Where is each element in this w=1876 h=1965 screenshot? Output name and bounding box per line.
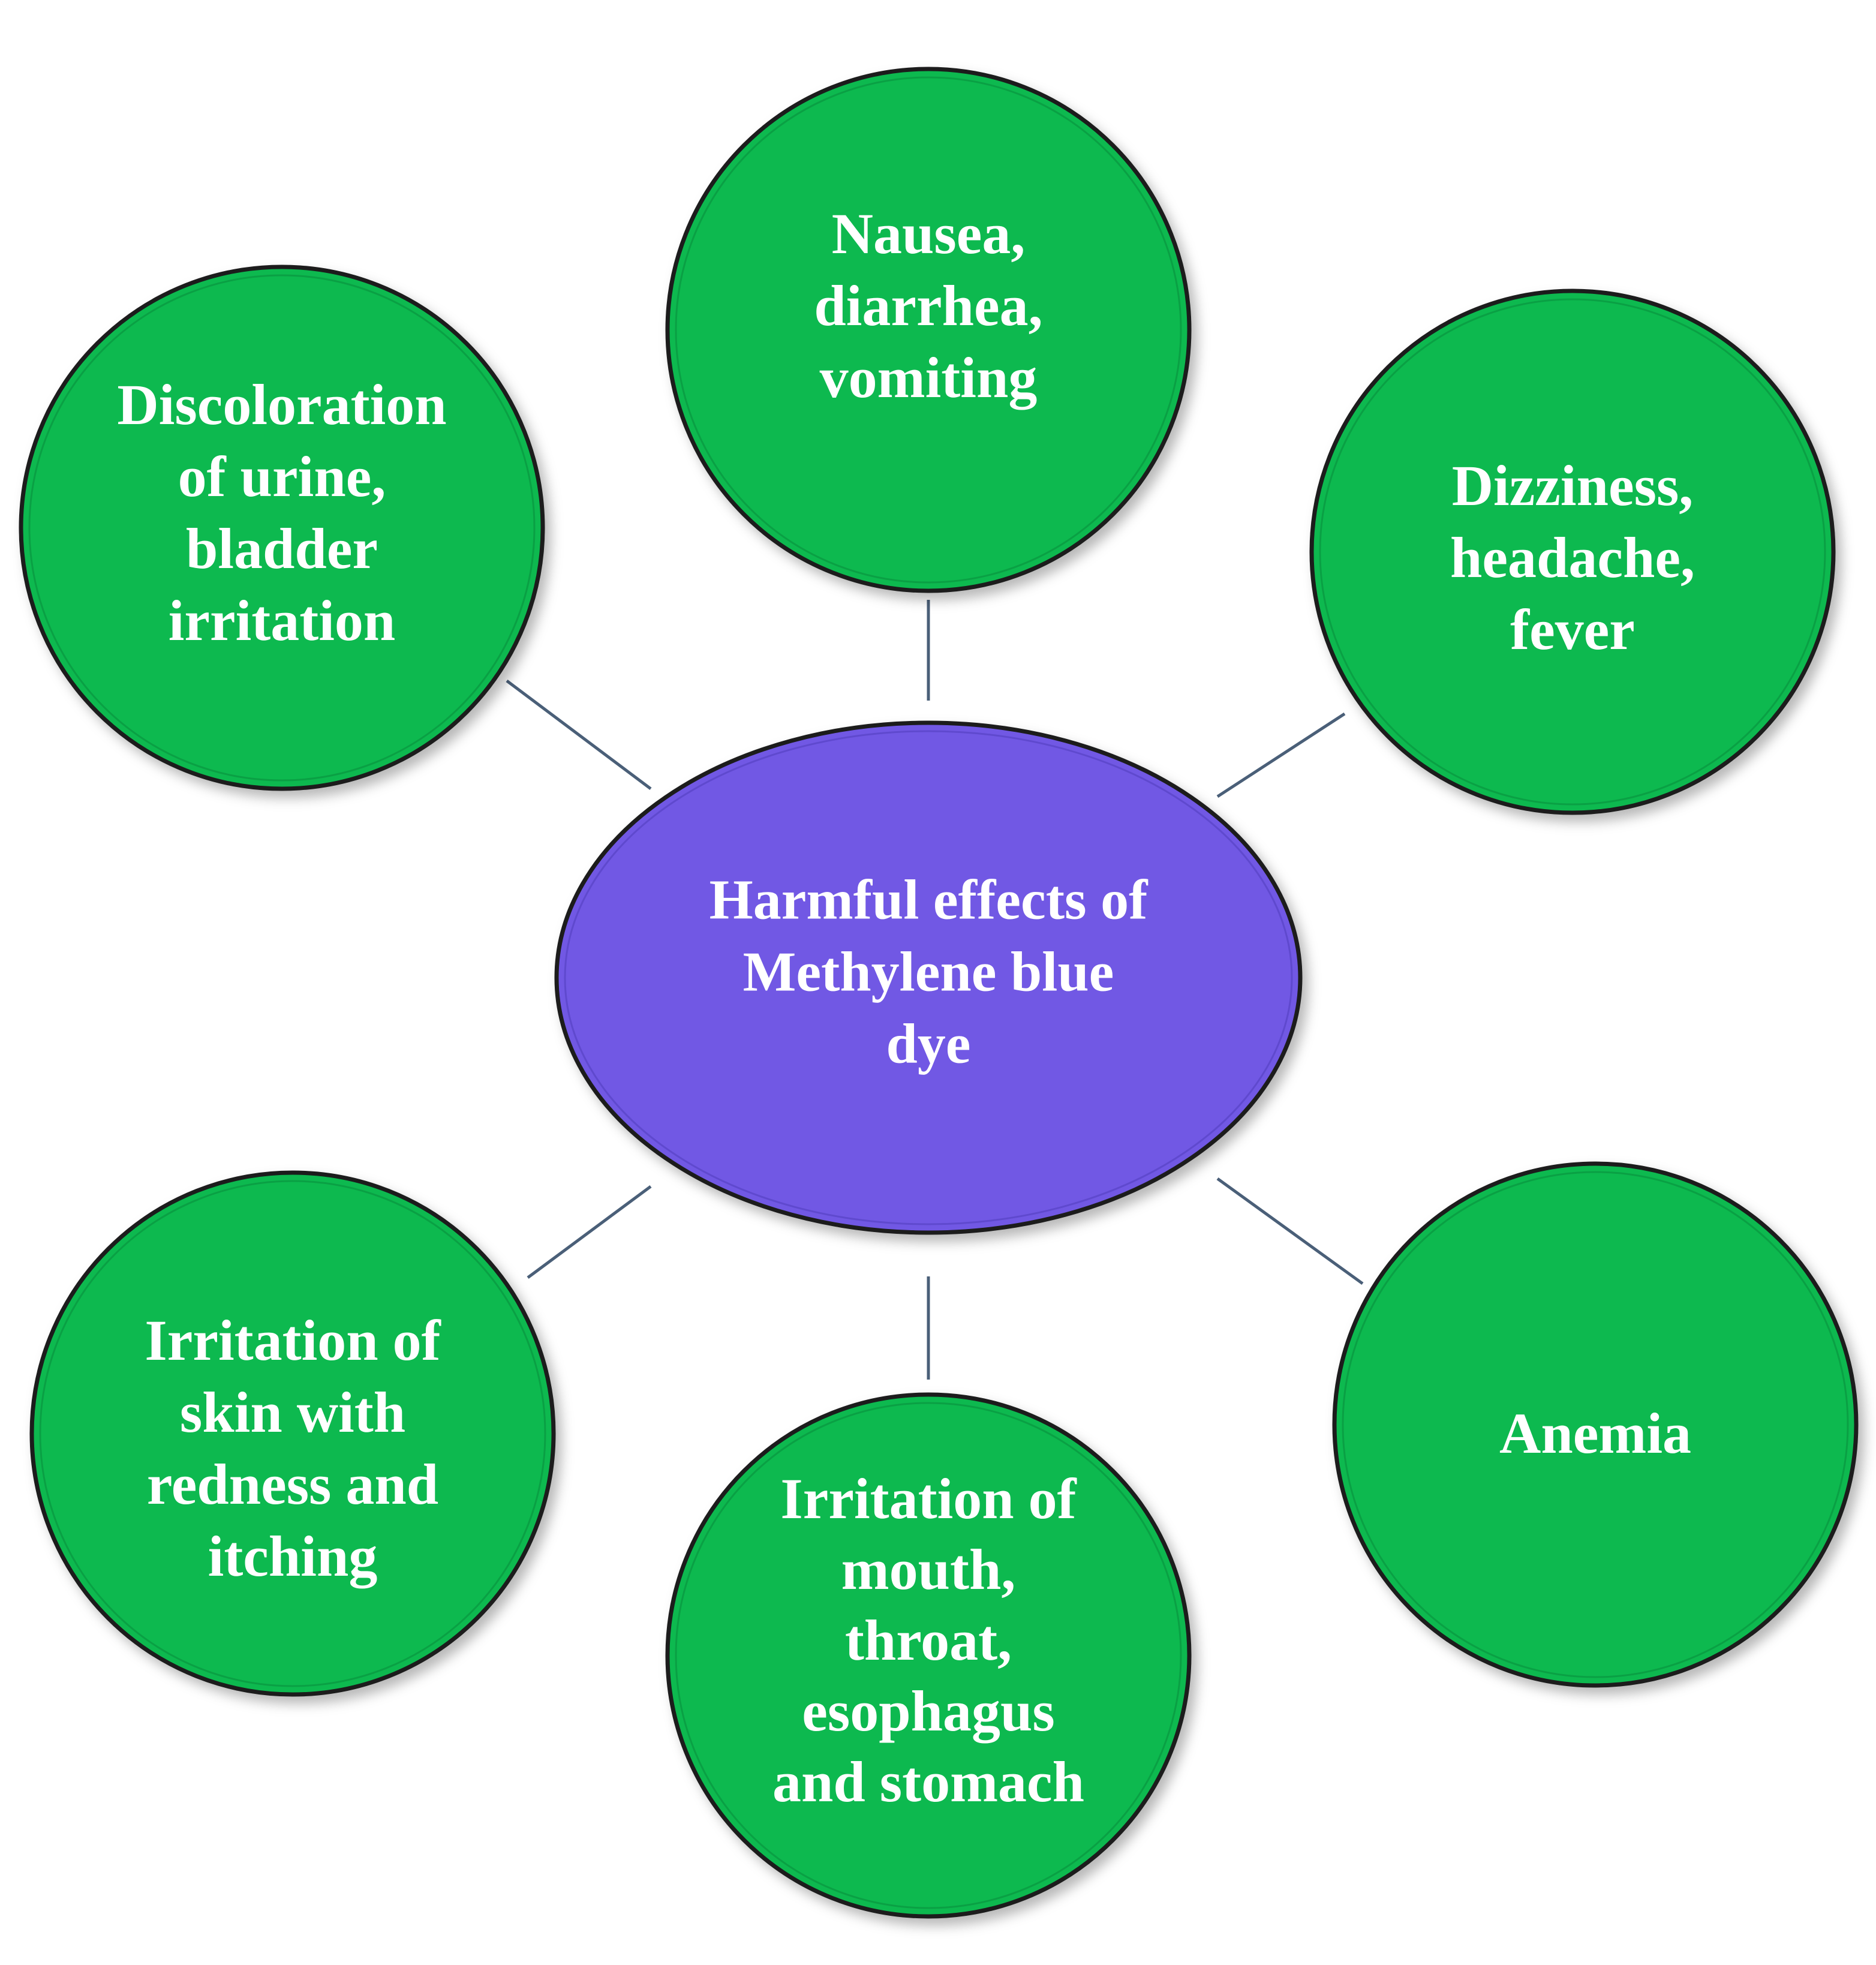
effect-circle-inner-ring — [1319, 298, 1826, 806]
effect-circle — [19, 265, 545, 791]
effect-label-line: Irritation of — [145, 1308, 441, 1372]
effect-circle-inner-ring — [28, 274, 536, 782]
effect-circle — [1332, 1161, 1859, 1688]
effect-circle — [665, 67, 1192, 593]
effect-label-line: redness and — [147, 1452, 438, 1516]
effect-node-skin: Irritation of skin with redness and itching — [29, 1170, 556, 1697]
effect-label-line: vomiting — [820, 345, 1038, 410]
effect-label-line: skin with — [180, 1380, 405, 1444]
effect-label-line: irritation — [169, 588, 396, 653]
center-label-line: dye — [886, 1013, 971, 1075]
effect-label-line: Dizziness, — [1452, 453, 1694, 518]
center-label-line: Harmful effects of — [709, 869, 1149, 932]
center-node: Harmful effects of Methylene blue dye — [554, 720, 1303, 1235]
effect-label-line: bladder — [186, 516, 378, 581]
connector-line-anemia — [1216, 1177, 1364, 1285]
effect-node-dizziness: Dizziness, headache, fever — [1309, 289, 1836, 815]
effect-node-nausea: Nausea, diarrhea, vomiting — [665, 67, 1192, 593]
effect-label-line: headache, — [1450, 525, 1695, 590]
connector-line-urine — [506, 680, 652, 790]
effect-label-line: fever — [1510, 597, 1635, 662]
effect-label-line: of urine, — [178, 444, 386, 509]
effect-label-line: Anemia — [1499, 1401, 1691, 1465]
effect-circle — [665, 1392, 1192, 1919]
center-label-line: Methylene blue — [743, 941, 1114, 1003]
effect-label-line: throat, — [845, 1608, 1012, 1672]
effect-circle-inner-ring — [675, 76, 1182, 584]
effect-label-line: and stomach — [772, 1750, 1084, 1814]
effect-label-line: Nausea, — [832, 202, 1026, 266]
effect-label-line: diarrhea, — [814, 274, 1042, 338]
effect-circle — [1309, 289, 1836, 815]
effect-node-urine: Discoloration of urine, bladder irritation — [19, 265, 545, 791]
connector-line-skin — [527, 1185, 652, 1279]
effect-circle — [29, 1170, 556, 1697]
effect-circle-inner-ring — [1342, 1171, 1849, 1678]
center-ellipse — [554, 720, 1303, 1235]
effect-label-line: Discoloration — [117, 372, 446, 437]
effect-label-line: Irritation of — [780, 1467, 1077, 1531]
effect-node-anemia: Anemia — [1332, 1161, 1859, 1688]
connector-line-dizziness — [1216, 712, 1346, 798]
effect-label-line: esophagus — [802, 1679, 1055, 1743]
effect-label-line: mouth, — [841, 1537, 1016, 1602]
effect-circle-inner-ring — [675, 1402, 1182, 1909]
center-ellipse-inner-ring — [564, 730, 1293, 1225]
effect-circle-inner-ring — [39, 1180, 546, 1687]
effect-label-line: itching — [208, 1524, 378, 1588]
